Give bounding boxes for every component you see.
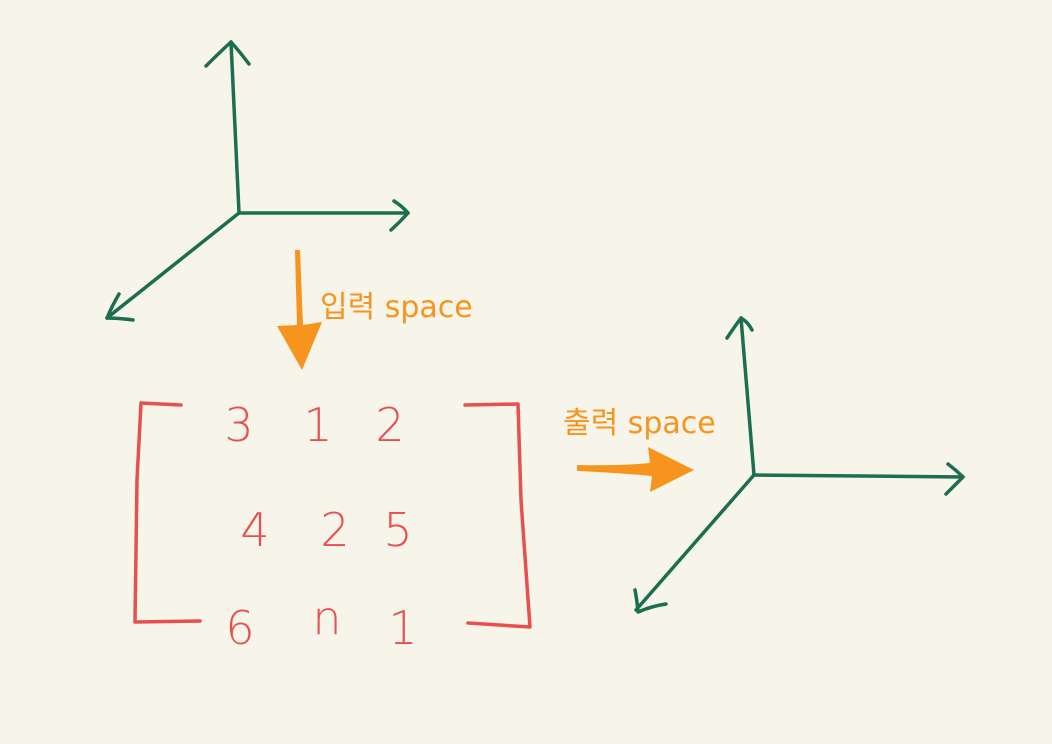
output-arrow-icon [577, 447, 694, 492]
output-axis-x [752, 473, 965, 479]
input-axis-x-arrowhead-icon [389, 199, 410, 232]
output-axis-y [634, 473, 756, 612]
matrix-brackets [133, 401, 532, 629]
input-arrow-icon [277, 250, 322, 370]
output-axis-x-arrowhead-icon [944, 462, 965, 496]
input-axes [105, 40, 410, 322]
output-axes [633, 316, 965, 614]
matrix-cell: 1 [388, 601, 418, 655]
matrix-cell: 2 [320, 503, 350, 557]
input-space-label: 입력 space [320, 290, 473, 325]
matrix-cell: 6 [225, 601, 255, 655]
right-bracket [463, 402, 532, 629]
output-space-label: 출력 space [563, 406, 716, 441]
input-axis-z [229, 40, 241, 215]
input-axis-y [105, 211, 241, 320]
output-axis-z-arrowhead-icon [725, 316, 754, 340]
matrix-cell: 5 [383, 503, 413, 557]
matrix-cell: 4 [240, 503, 270, 557]
input-axis-y-arrowhead-icon [105, 292, 135, 322]
matrix-cell: 3 [224, 398, 254, 452]
matrix-cell: 1 [303, 398, 333, 452]
input-axis-z-arrowhead-icon [204, 40, 251, 68]
left-bracket [133, 401, 202, 624]
output-axis-y-arrowhead-icon [633, 588, 668, 614]
matrix-cell: 2 [375, 398, 405, 452]
output-axis-z [739, 316, 756, 477]
matrix-cell: n [312, 591, 342, 645]
